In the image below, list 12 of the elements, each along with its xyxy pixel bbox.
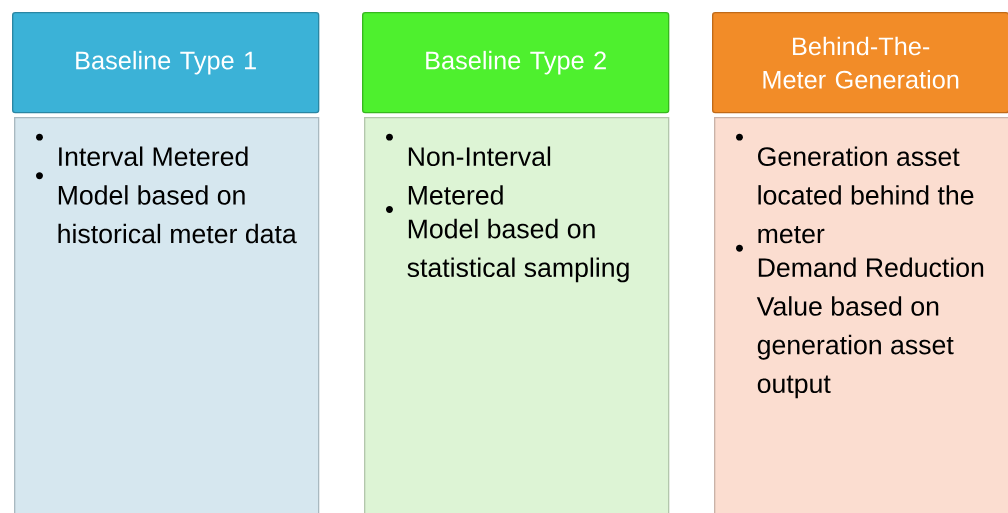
content-panel xyxy=(714,117,1008,513)
bullet-item: Generation asset located behind the meter xyxy=(736,133,974,244)
bullet-item: Demand Reduction Value based on generation asset output xyxy=(736,244,984,399)
header-box: Baseline Type 1 xyxy=(12,12,320,114)
content-panel xyxy=(364,117,670,513)
header-box: Behind-The-Meter Generation xyxy=(712,12,1008,114)
content-panel xyxy=(14,117,320,513)
bullet-item: Model based on historical meter data xyxy=(36,172,297,244)
header-box: Baseline Type 2 xyxy=(362,12,670,114)
bullet-item: Model based on statistical sampling xyxy=(386,206,629,283)
bullet-item: Interval Metered xyxy=(36,133,248,167)
bullet-item: Non-Interval Metered xyxy=(386,133,551,205)
